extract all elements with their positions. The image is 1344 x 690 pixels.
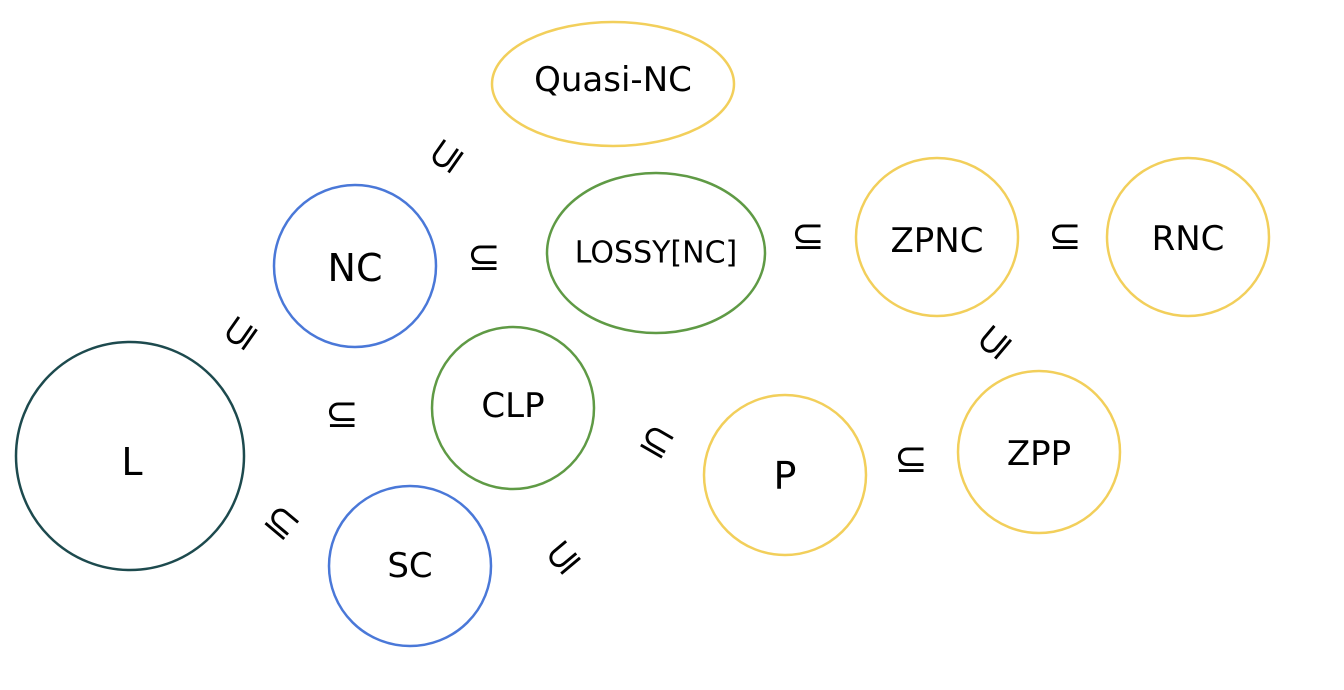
node-l-label: L (121, 440, 142, 484)
node-sc-label: SC (387, 546, 432, 586)
node-rnc: RNC (1105, 156, 1271, 318)
relation-l-sc: ⊆ (254, 494, 309, 551)
relation-zpnc-rnc: ⊆ (1048, 213, 1082, 259)
node-zpp-ellipse (956, 369, 1122, 535)
node-zpp-label: ZPP (1007, 434, 1071, 474)
node-quasi-nc: Quasi-NC (490, 20, 736, 148)
node-l-ellipse (14, 340, 246, 572)
node-sc: SC (327, 484, 493, 648)
node-clp-ellipse (430, 325, 596, 491)
node-zpp: ZPP (956, 369, 1122, 535)
relation-lossy-nc-zpnc: ⊆ (791, 213, 825, 259)
node-nc-ellipse (272, 183, 438, 349)
relation-l-clp: ⊆ (325, 391, 359, 437)
relation-nc-lossy-nc: ⊆ (467, 234, 501, 280)
node-zpnc-ellipse (854, 156, 1020, 318)
node-p: P (702, 393, 868, 557)
node-lossy-nc-label: LOSSY[NC] (575, 236, 737, 271)
node-p-label: P (774, 454, 797, 498)
node-quasi-nc-label: Quasi-NC (534, 60, 692, 100)
node-nc-label: NC (328, 246, 383, 290)
node-p-ellipse (702, 393, 868, 557)
node-quasi-nc-ellipse (490, 20, 736, 148)
node-clp: CLP (430, 325, 596, 491)
node-lossy-nc-ellipse (545, 171, 767, 335)
relation-l-nc: ⊆ (212, 306, 269, 360)
node-rnc-label: RNC (1152, 219, 1225, 259)
relation-zpp-zpnc: ⊆ (966, 314, 1023, 369)
node-sc-ellipse (327, 484, 493, 648)
relation-clp-p: ⊆ (631, 413, 683, 470)
relation-p-zpp: ⊆ (894, 436, 928, 482)
node-zpnc: ZPNC (854, 156, 1020, 318)
relation-sc-clp: ⊆ (535, 529, 590, 586)
relation-nc-quasi-nc: ⊆ (418, 129, 475, 183)
node-nc: NC (272, 183, 438, 349)
node-l: L (14, 340, 246, 572)
node-rnc-ellipse (1105, 156, 1271, 318)
node-zpnc-label: ZPNC (891, 221, 984, 261)
node-clp-label: CLP (481, 386, 544, 426)
node-lossy-nc: LOSSY[NC] (545, 171, 767, 335)
